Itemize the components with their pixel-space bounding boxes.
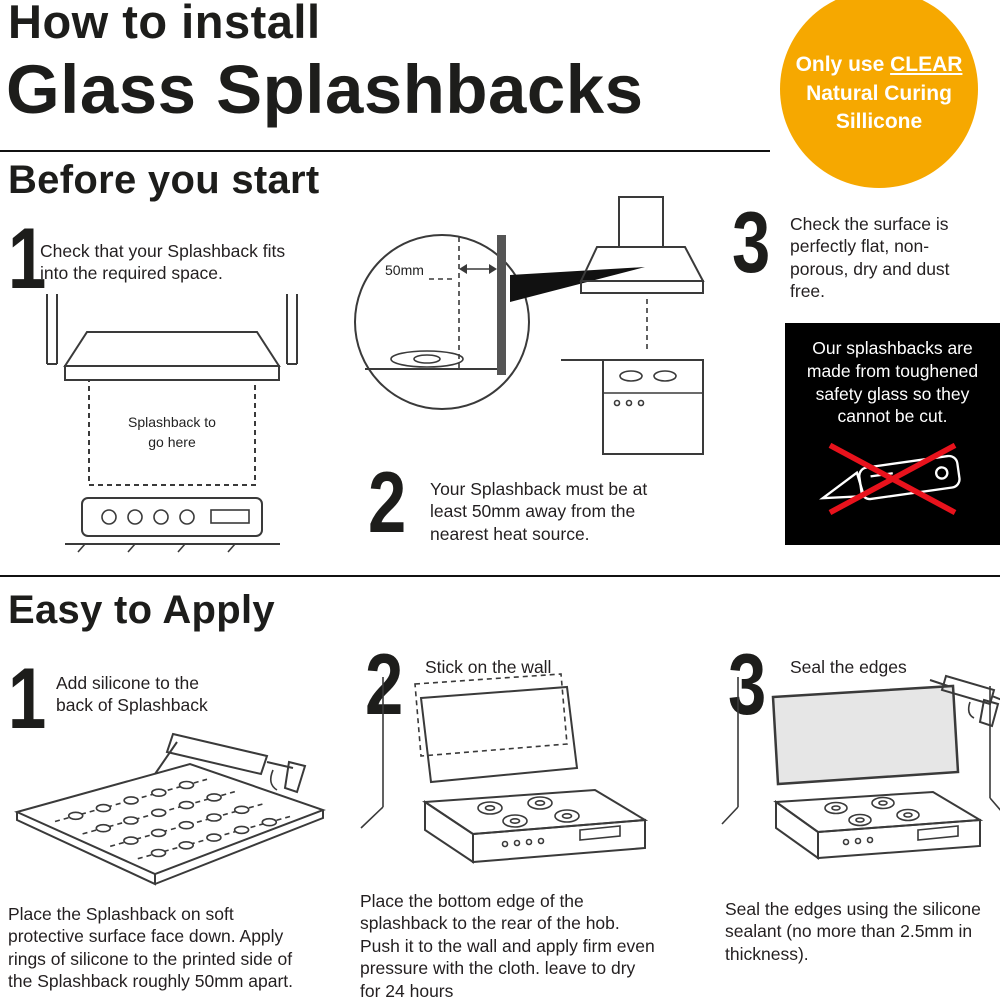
before-step2-number: 2	[368, 455, 407, 551]
badge-underlined-word: CLEAR	[890, 53, 963, 77]
apply-step1-caption: Place the Splashback on soft protective …	[8, 904, 294, 992]
silicone-rings	[67, 780, 278, 858]
splashback-placement-outline: Splashback to go here	[88, 379, 256, 486]
wall-corner-lines	[360, 677, 384, 829]
clear-silicone-badge: Only use CLEAR Natural Curing Sillicone	[780, 0, 978, 188]
apply-step3-number: 3	[728, 637, 767, 733]
alcove-diagram: Splashback to go here	[46, 294, 298, 553]
cooker-hood-side	[579, 196, 705, 353]
section-heading-apply: Easy to Apply	[8, 588, 275, 632]
splashback-face-down	[14, 762, 326, 886]
before-step1-text: Check that your Splashback fits into the…	[40, 241, 286, 284]
magnifier-circle: 50mm	[354, 234, 530, 410]
zoom-wedge	[510, 267, 645, 302]
section-divider	[0, 575, 1000, 577]
splashback-panel	[771, 684, 960, 786]
gap-detail-diagram: 50mm	[354, 196, 705, 455]
apply-step2-title: Stick on the wall	[425, 657, 552, 677]
utility-knife-icon	[819, 454, 961, 501]
before-step3-text: Check the surface is perfectly flat, non…	[790, 214, 950, 302]
measure-label: 50mm	[385, 262, 424, 278]
splashback-panel	[419, 685, 579, 784]
header-divider	[0, 150, 770, 152]
badge-line3: Sillicone	[835, 110, 923, 134]
section-heading-before: Before you start	[8, 158, 320, 202]
wall-position-outline	[414, 673, 568, 757]
stick-on-wall-diagram	[360, 673, 649, 864]
silicone-application-diagram	[14, 732, 326, 886]
cannot-cut-warning: Our splashbacks are made from toughened …	[785, 323, 1000, 545]
crossed-knife-icon	[819, 442, 961, 515]
caulk-gun-icon	[154, 732, 307, 794]
hob-side	[561, 359, 704, 455]
placement-label-line1: Splashback to	[128, 414, 216, 430]
page-title-line1: How to install	[8, 0, 321, 48]
hob-front	[65, 497, 280, 553]
splashback-edge-section	[497, 235, 506, 375]
apply-step3-title: Seal the edges	[790, 657, 907, 677]
warning-text: Our splashbacks are made from toughened …	[806, 338, 979, 427]
page-title-line2: Glass Splashbacks	[6, 51, 644, 128]
hob-perspective	[422, 788, 649, 864]
apply-step1-title: Add silicone to the back of Splashback	[56, 673, 208, 716]
before-step2-text: Your Splashback must be at least 50mm aw…	[430, 479, 648, 544]
wall-edges	[46, 294, 298, 365]
seal-edges-diagram	[721, 674, 1000, 860]
red-cross-icon	[828, 442, 957, 515]
apply-step3-caption: Seal the edges using the silicone sealan…	[725, 899, 981, 964]
apply-step2-number: 2	[365, 637, 404, 733]
badge-line1: Only use CLEAR	[795, 53, 963, 77]
apply-step1-number: 1	[8, 651, 47, 747]
caulk-gun-icon	[929, 674, 1000, 728]
before-step1-number: 1	[8, 211, 47, 307]
hob-perspective	[773, 790, 984, 860]
placement-label-line2: go here	[148, 434, 196, 450]
cooker-hood-front	[63, 331, 281, 381]
badge-line2: Natural Curing	[806, 81, 952, 105]
before-step3-number: 3	[732, 195, 771, 291]
apply-step2-caption: Place the bottom edge of the splashback …	[360, 891, 655, 1000]
